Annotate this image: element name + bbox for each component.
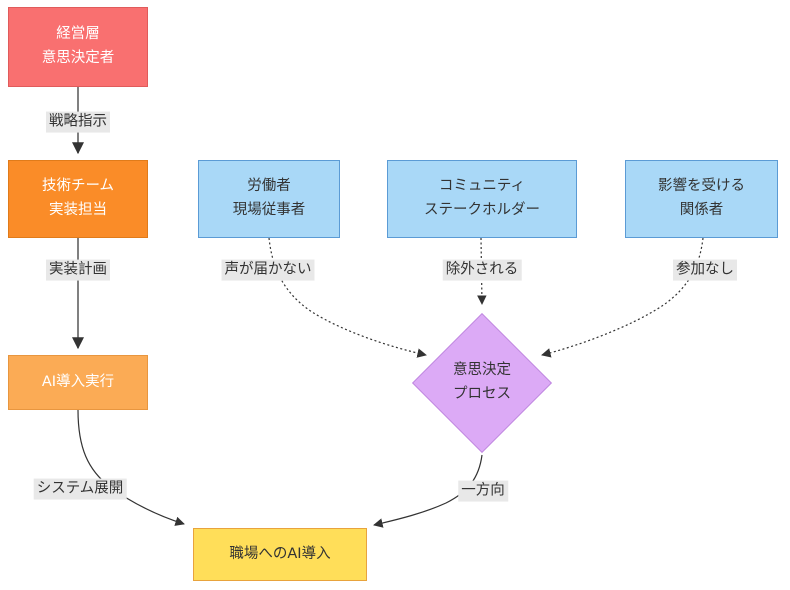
node-tech-team: 技術チーム 実装担当: [8, 160, 148, 238]
node-workplace-ai: 職場へのAI導入: [193, 528, 367, 581]
edge-aiexec-to-workplace: [77, 409, 185, 526]
node-affected: 影響を受ける 関係者: [625, 160, 778, 238]
node-workers: 労働者 現場従事者: [198, 160, 340, 238]
edge-label-implementation-plan: 実装計画: [46, 259, 110, 281]
edge-affected-to-decision: [541, 237, 704, 358]
edge-decision-to-workplace: [373, 454, 483, 528]
edge-label-voice-not-heard: 声が届かない: [221, 259, 315, 281]
node-community: コミュニティ ステークホルダー: [387, 160, 577, 238]
edge-label-system-deployment: システム展開: [33, 478, 127, 500]
node-management: 経営層 意思決定者: [8, 7, 148, 87]
edge-label-excluded: 除外される: [442, 259, 522, 281]
node-ai-execution: AI導入実行: [8, 355, 148, 410]
edge-label-one-way: 一方向: [458, 480, 508, 502]
node-decision-process: 意思決定 プロセス: [411, 312, 553, 454]
edge-label-no-participation: 参加なし: [673, 259, 737, 281]
edge-label-strategy-directive: 戦略指示: [46, 111, 110, 133]
edge-workers-to-decision: [268, 237, 427, 358]
decision-diamond-label: 意思決定 プロセス: [453, 362, 511, 402]
